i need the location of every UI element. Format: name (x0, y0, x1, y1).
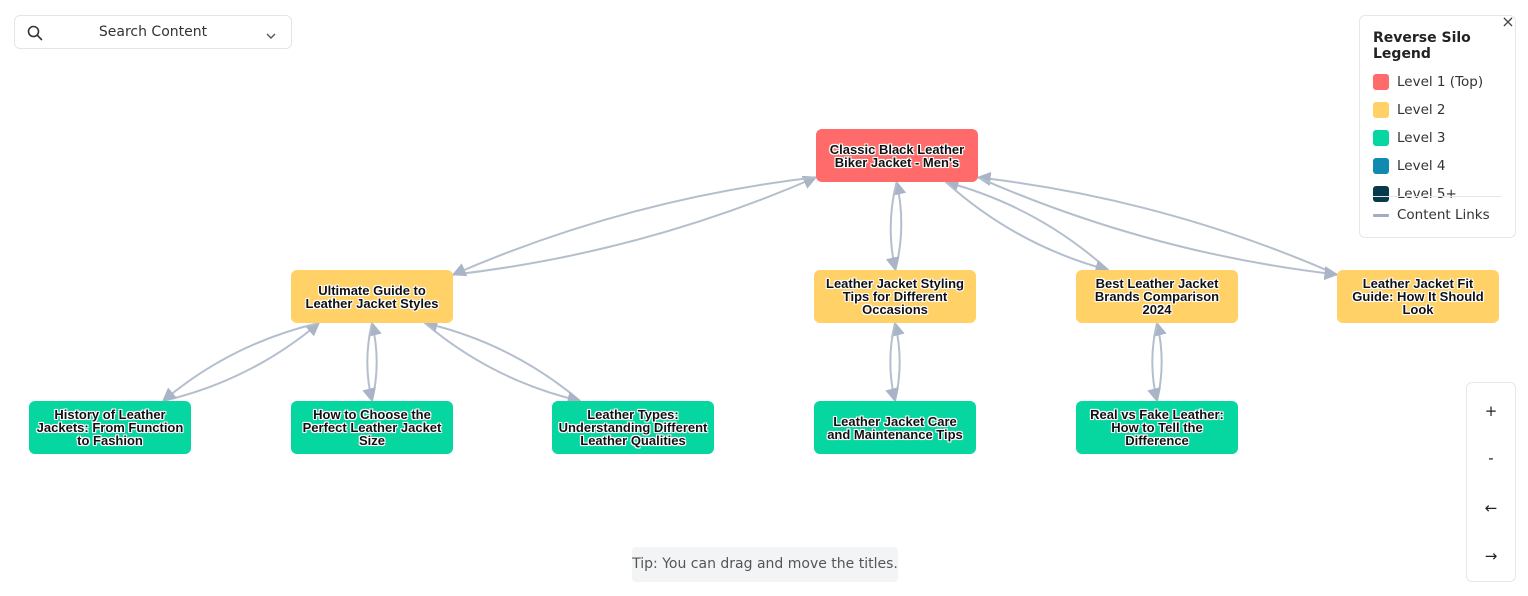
node-leather-jacket-care[interactable]: Leather Jacket Care and Maintenance Tips (814, 401, 976, 454)
node-real-vs-fake-leather[interactable]: Real vs Fake Leather: How to Tell the Di… (1076, 401, 1238, 454)
node-leather-types[interactable]: Leather Types: Understanding Different L… (552, 401, 714, 454)
node-history-of-leather-jackets[interactable]: History of Leather Jackets: From Functio… (29, 401, 191, 454)
legend-swatch (1373, 74, 1389, 90)
node-leather-jacket-fit-guide[interactable]: Leather Jacket Fit Guide: How It Should … (1337, 270, 1499, 323)
node-label: Leather Types: Understanding Different L… (558, 407, 708, 448)
content-link-n6-n2 (162, 322, 321, 402)
node-label: Ultimate Guide to Leather Jacket Styles (305, 282, 439, 311)
node-classic-black-leather-biker-jacket[interactable]: Classic Black Leather Biker Jacket - Men… (816, 129, 978, 182)
tip-message: Tip: You can drag and move the titles. (632, 547, 898, 582)
content-link-n2-n8 (424, 322, 582, 405)
legend-label: Level 2 (1397, 102, 1446, 118)
zoom-controls: + - ← → (1466, 382, 1516, 582)
legend-label: Level 4 (1397, 158, 1446, 174)
content-link-n4-n1 (944, 178, 1109, 271)
content-link-n4-n10 (1147, 322, 1161, 403)
node-best-leather-jacket-brands[interactable]: Best Leather Jacket Brands Comparison 20… (1076, 270, 1238, 323)
content-link-n1-n4 (945, 181, 1110, 274)
search-icon (27, 25, 43, 45)
content-link-n8-n2 (423, 319, 581, 402)
legend-item-level-4: Level 4 (1373, 157, 1446, 175)
legend-swatch (1373, 130, 1389, 146)
legend-label: Level 5+ (1397, 186, 1457, 202)
node-label: Real vs Fake Leather: How to Tell the Di… (1090, 407, 1224, 448)
zoom-out-button[interactable]: - (1488, 449, 1494, 467)
content-link-n2-n6 (161, 322, 320, 402)
content-link-n2-n7 (362, 322, 376, 403)
legend-item-level-1: Level 1 (Top) (1373, 73, 1483, 91)
node-label: Leather Jacket Care and Maintenance Tips (827, 413, 963, 442)
pan-left-button[interactable]: ← (1484, 499, 1498, 517)
legend-swatch (1373, 186, 1389, 202)
legend-title: Reverse Silo Legend (1373, 30, 1471, 62)
node-choose-leather-jacket-size[interactable]: How to Choose the Perfect Leather Jacket… (291, 401, 453, 454)
content-link-n1-n5 (977, 176, 1339, 281)
legend-divider (1373, 196, 1502, 197)
node-leather-jacket-styling-tips[interactable]: Leather Jacket Styling Tips for Differen… (814, 270, 976, 323)
legend-label: Content Links (1397, 207, 1490, 223)
node-label: Best Leather Jacket Brands Comparison 20… (1094, 276, 1220, 317)
close-legend-icon[interactable]: × (1501, 12, 1515, 31)
content-link-n5-n1 (976, 171, 1338, 276)
legend-label: Level 1 (Top) (1397, 74, 1484, 90)
legend-label: Level 3 (1397, 130, 1446, 146)
content-link-n7-n2 (368, 321, 382, 402)
node-label: Classic Black Leather Biker Jacket - Men… (829, 141, 965, 170)
content-link-n10-n4 (1153, 321, 1167, 402)
node-label: History of Leather Jackets: From Functio… (36, 407, 184, 448)
node-label: Leather Jacket Fit Guide: How It Should … (1352, 276, 1484, 317)
zoom-in-button[interactable]: + (1484, 402, 1498, 420)
legend-swatch (1373, 158, 1389, 174)
pan-right-button[interactable]: → (1484, 547, 1498, 565)
content-link-n2-n1 (452, 175, 818, 276)
search-label: Search Content (98, 24, 208, 40)
node-label: How to Choose the Perfect Leather Jacket… (302, 407, 442, 448)
chevron-down-icon (265, 27, 277, 46)
search-content-dropdown[interactable]: Search Content (14, 15, 292, 49)
legend-item-content-links: Content Links (1373, 206, 1490, 224)
link-swatch (1373, 213, 1389, 217)
content-link-n3-n1 (892, 180, 907, 271)
content-link-n3-n9 (885, 322, 899, 403)
legend-item-level-5: Level 5+ (1373, 185, 1457, 203)
node-label: Leather Jacket Styling Tips for Differen… (826, 276, 964, 317)
legend-item-level-3: Level 3 (1373, 129, 1446, 147)
content-link-n1-n2 (451, 176, 817, 277)
legend-item-level-2: Level 2 (1373, 101, 1446, 119)
node-ultimate-guide-leather-jacket-styles[interactable]: Ultimate Guide to Leather Jacket Styles (291, 270, 453, 323)
legend-panel: Reverse Silo Legend Level 1 (Top) Level … (1359, 15, 1516, 238)
content-link-n1-n3 (885, 181, 900, 272)
content-link-n9-n3 (891, 321, 905, 402)
legend-swatch (1373, 102, 1389, 118)
